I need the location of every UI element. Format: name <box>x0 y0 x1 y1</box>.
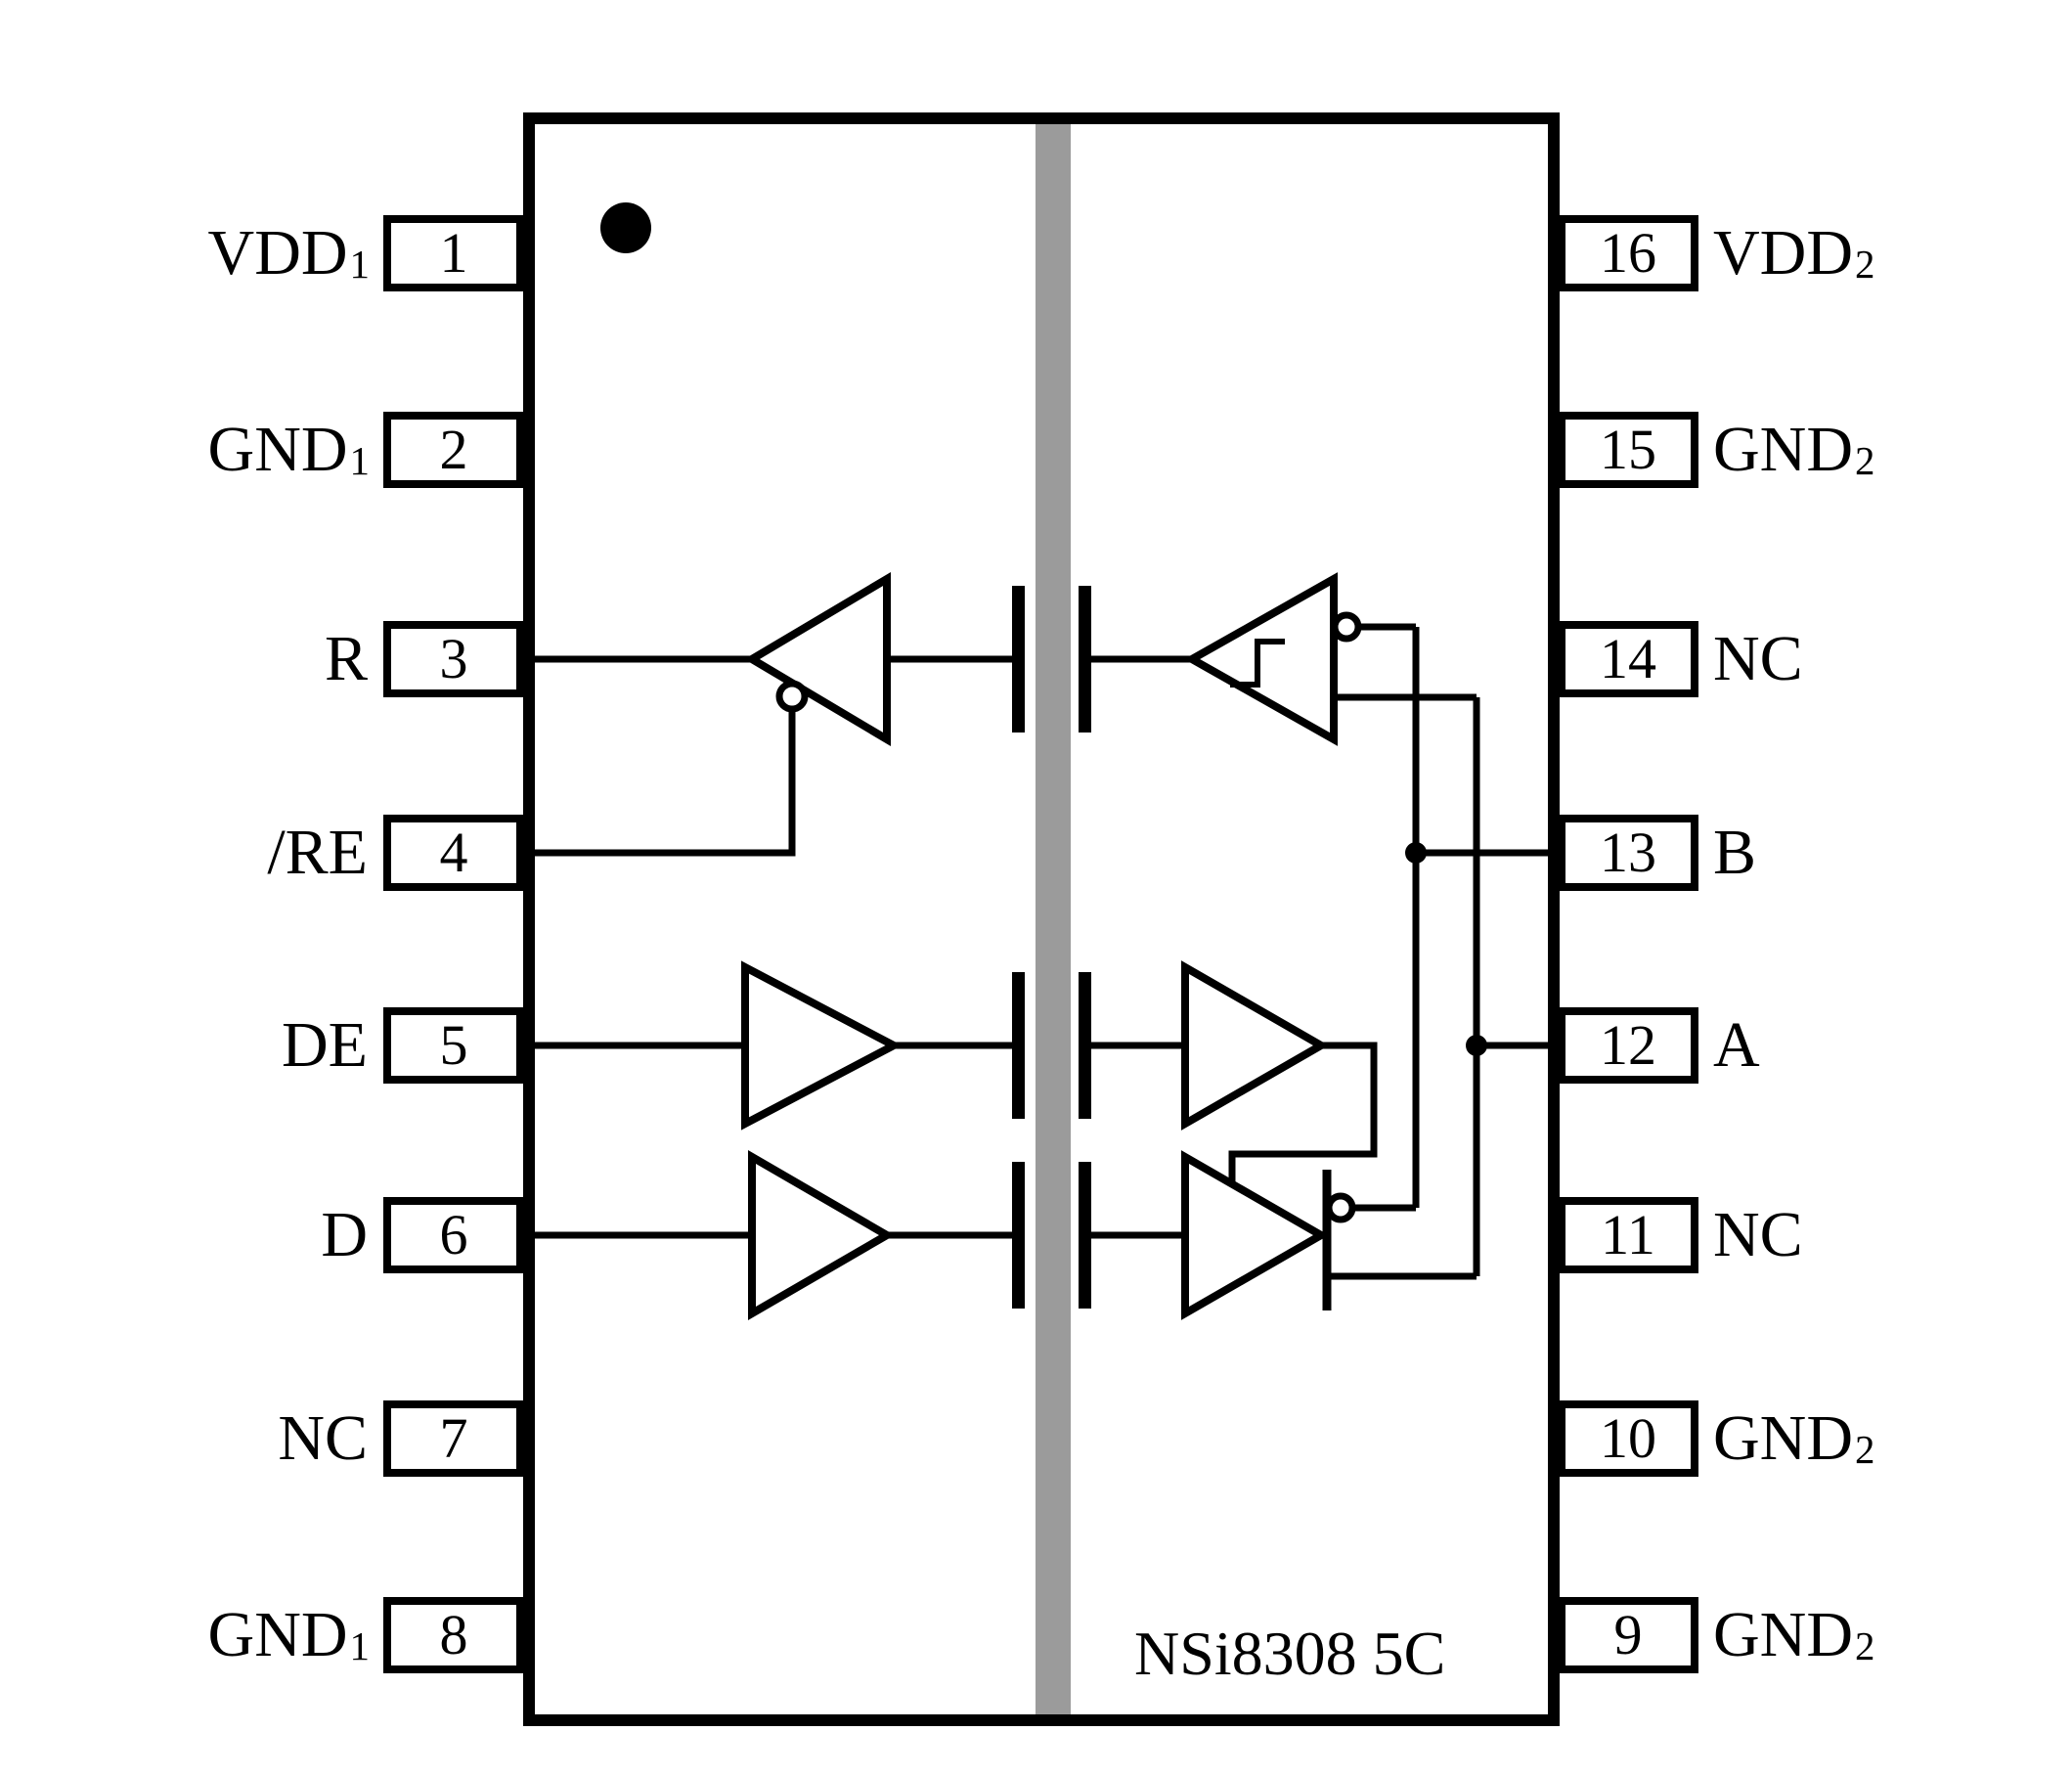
capacitor-plate <box>1079 586 1091 733</box>
pin-number: 13 <box>1600 821 1656 884</box>
pin-label-text: GND <box>207 414 348 485</box>
pin-label-sub: 1 <box>349 438 370 483</box>
pin-label-text: R <box>324 623 368 694</box>
d-buffer-triangle <box>748 1150 895 1320</box>
pin-number: 7 <box>439 1406 468 1470</box>
schmitt-input-bubble <box>1331 611 1362 643</box>
pin-label-text: GND <box>207 1599 348 1670</box>
de-receiver-triangle <box>1181 960 1330 1131</box>
wires <box>523 623 1560 1280</box>
pin-number: 10 <box>1600 1406 1656 1470</box>
pin-box-5: 5 <box>383 1007 524 1084</box>
pin-label-b: B <box>1713 815 2065 891</box>
junction-dot-a <box>1466 1035 1487 1056</box>
isolation-barrier <box>1036 124 1071 1714</box>
capacitor-plate <box>1012 586 1025 733</box>
pin-label-nc-left: NC <box>0 1400 370 1477</box>
pin-number: 5 <box>439 1013 468 1077</box>
pin-box-7: 7 <box>383 1400 524 1477</box>
pin-box-16: 16 <box>1558 215 1698 291</box>
pin-label-text: D <box>321 1199 368 1270</box>
pin-label-sub: 2 <box>1855 1427 1875 1472</box>
chip-label: NSi8308 5C <box>1134 1619 1445 1688</box>
pin-label-sub: 2 <box>1855 438 1875 483</box>
pin-box-9: 9 <box>1558 1597 1698 1673</box>
pin-label-sub: 1 <box>349 242 370 287</box>
pin-label-text: VDD <box>207 217 348 289</box>
capacitor-plate <box>1012 1162 1025 1309</box>
junction-dot-b <box>1405 842 1427 864</box>
pin-label-d: D <box>0 1197 370 1273</box>
pin-label-sub: 2 <box>1855 1623 1875 1668</box>
pin-label-de: DE <box>0 1007 370 1084</box>
pin-number: 16 <box>1600 221 1656 285</box>
pin-number: 1 <box>439 221 468 285</box>
pin-label-text: VDD <box>1713 217 1853 289</box>
capacitor-plate <box>1079 1162 1091 1309</box>
pin-number: 11 <box>1601 1203 1655 1266</box>
pin-number: 9 <box>1613 1603 1643 1666</box>
pin-label-text: NC <box>1713 1199 1803 1270</box>
wire-re-enable <box>523 709 796 857</box>
capacitor-plate <box>1012 972 1025 1119</box>
schmitt-hysteresis-icon <box>1230 639 1285 688</box>
pin-number: 12 <box>1600 1013 1656 1077</box>
pin-box-6: 6 <box>383 1197 524 1273</box>
pin-label-nc-11: NC <box>1713 1197 2065 1273</box>
receiver-enable-bubble <box>775 680 809 713</box>
pin-box-13: 13 <box>1558 815 1698 891</box>
pin-label-sub: 2 <box>1855 242 1875 287</box>
pin-label-r: R <box>0 621 370 697</box>
pin-box-15: 15 <box>1558 412 1698 488</box>
receiver-output-buffer-triangle <box>744 571 891 747</box>
pin-box-2: 2 <box>383 412 524 488</box>
pin-box-1: 1 <box>383 215 524 291</box>
pin-label-sub: 1 <box>349 1623 370 1668</box>
pin-label-text: A <box>1713 1009 1760 1081</box>
pin-box-3: 3 <box>383 621 524 697</box>
driver-triangle <box>1181 1150 1330 1320</box>
pin-number: 15 <box>1600 418 1656 481</box>
pin-label-text: GND <box>1713 1402 1853 1474</box>
de-buffer-triangle <box>741 960 903 1131</box>
pin-box-10: 10 <box>1558 1400 1698 1477</box>
pin-label-text: GND <box>1713 414 1853 485</box>
pin-box-4: 4 <box>383 815 524 891</box>
pin1-indicator-dot <box>600 202 651 253</box>
pin-label-re: /RE <box>0 815 370 891</box>
pin-label-text: GND <box>1713 1599 1853 1670</box>
driver-inverted-bubble <box>1325 1192 1356 1223</box>
pin-label-text: NC <box>278 1402 368 1474</box>
pin-number: 6 <box>439 1203 468 1266</box>
pin-label-a: A <box>1713 1007 2065 1084</box>
schmitt-receiver-triangle <box>1183 572 1338 746</box>
pin-box-11: 11 <box>1558 1197 1698 1273</box>
pin-number: 2 <box>439 418 468 481</box>
pin-number: 14 <box>1600 627 1656 690</box>
wire-driver-enable <box>1228 1042 1378 1184</box>
isolation-capacitors <box>1012 586 1091 1309</box>
pin-number: 4 <box>439 821 468 884</box>
pin-label-text: NC <box>1713 623 1803 694</box>
pin-box-14: 14 <box>1558 621 1698 697</box>
pin-label-nc-14: NC <box>1713 621 2065 697</box>
pin-label-text: DE <box>282 1009 368 1081</box>
pin-label-text: /RE <box>267 817 368 888</box>
pin-number: 8 <box>439 1603 468 1666</box>
capacitor-plate <box>1079 972 1091 1119</box>
pin-box-12: 12 <box>1558 1007 1698 1084</box>
pin-number: 3 <box>439 627 468 690</box>
pin-box-8: 8 <box>383 1597 524 1673</box>
pin-label-text: B <box>1713 817 1757 888</box>
